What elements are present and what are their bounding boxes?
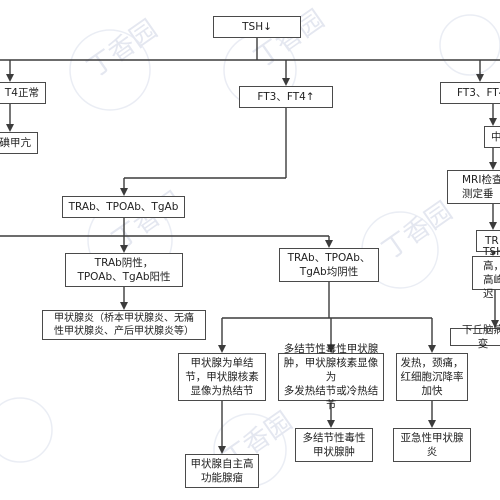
node-single-hot-nodule: 甲状腺为单结 节，甲状腺核素 显像为热结节 (178, 353, 266, 401)
node-subacute-thyroiditis: 亚急性甲状腺 炎 (393, 428, 471, 462)
node-trab-negative: TRAb阴性， TPOAb、TgAb阳性 (65, 253, 183, 287)
node-tsh-rise-delayed: TSH升高， 高峰延迟 (472, 246, 500, 300)
node-thyroiditis: 甲状腺炎（桥本甲状腺炎、无痛 性甲状腺炎、产后甲状腺炎等） (42, 310, 206, 340)
node-right-mid: 中 (484, 126, 500, 148)
node-toxic-adenoma: 甲状腺自主高 功能腺瘤 (185, 454, 259, 488)
node-hypothalamic-lesion: 下丘脑病变 (450, 324, 500, 350)
node-ft4-normal: T4正常 (0, 82, 46, 104)
node-toxic-multinodular-goiter: 多结节性毒性 甲状腺肿 (295, 428, 373, 462)
node-ft3-ft4-right: FT3、FT4 (440, 82, 500, 104)
node-left-branch: 碘甲亢 (0, 132, 38, 154)
node-ft3-ft4-high: FT3、FT4↑ (239, 86, 333, 108)
node-multinodular-scan: 多结节性毒性甲状腺 肿，甲状腺核素显像为 多发热结节或冷热结节 (278, 343, 384, 411)
node-mri-check: MRI检查 测定垂 (447, 170, 500, 204)
node-tsh-low: TSH↓ (213, 16, 301, 38)
node-fever-neck-pain: 发热，颈痛， 红细胞沉降率 加快 (396, 353, 468, 401)
node-right-tr: TR (476, 230, 500, 252)
node-antibodies-all-negative: TRAb、TPOAb、 TgAb均阴性 (279, 248, 379, 282)
node-antibody-tests: TRAb、TPOAb、TgAb (62, 196, 185, 218)
